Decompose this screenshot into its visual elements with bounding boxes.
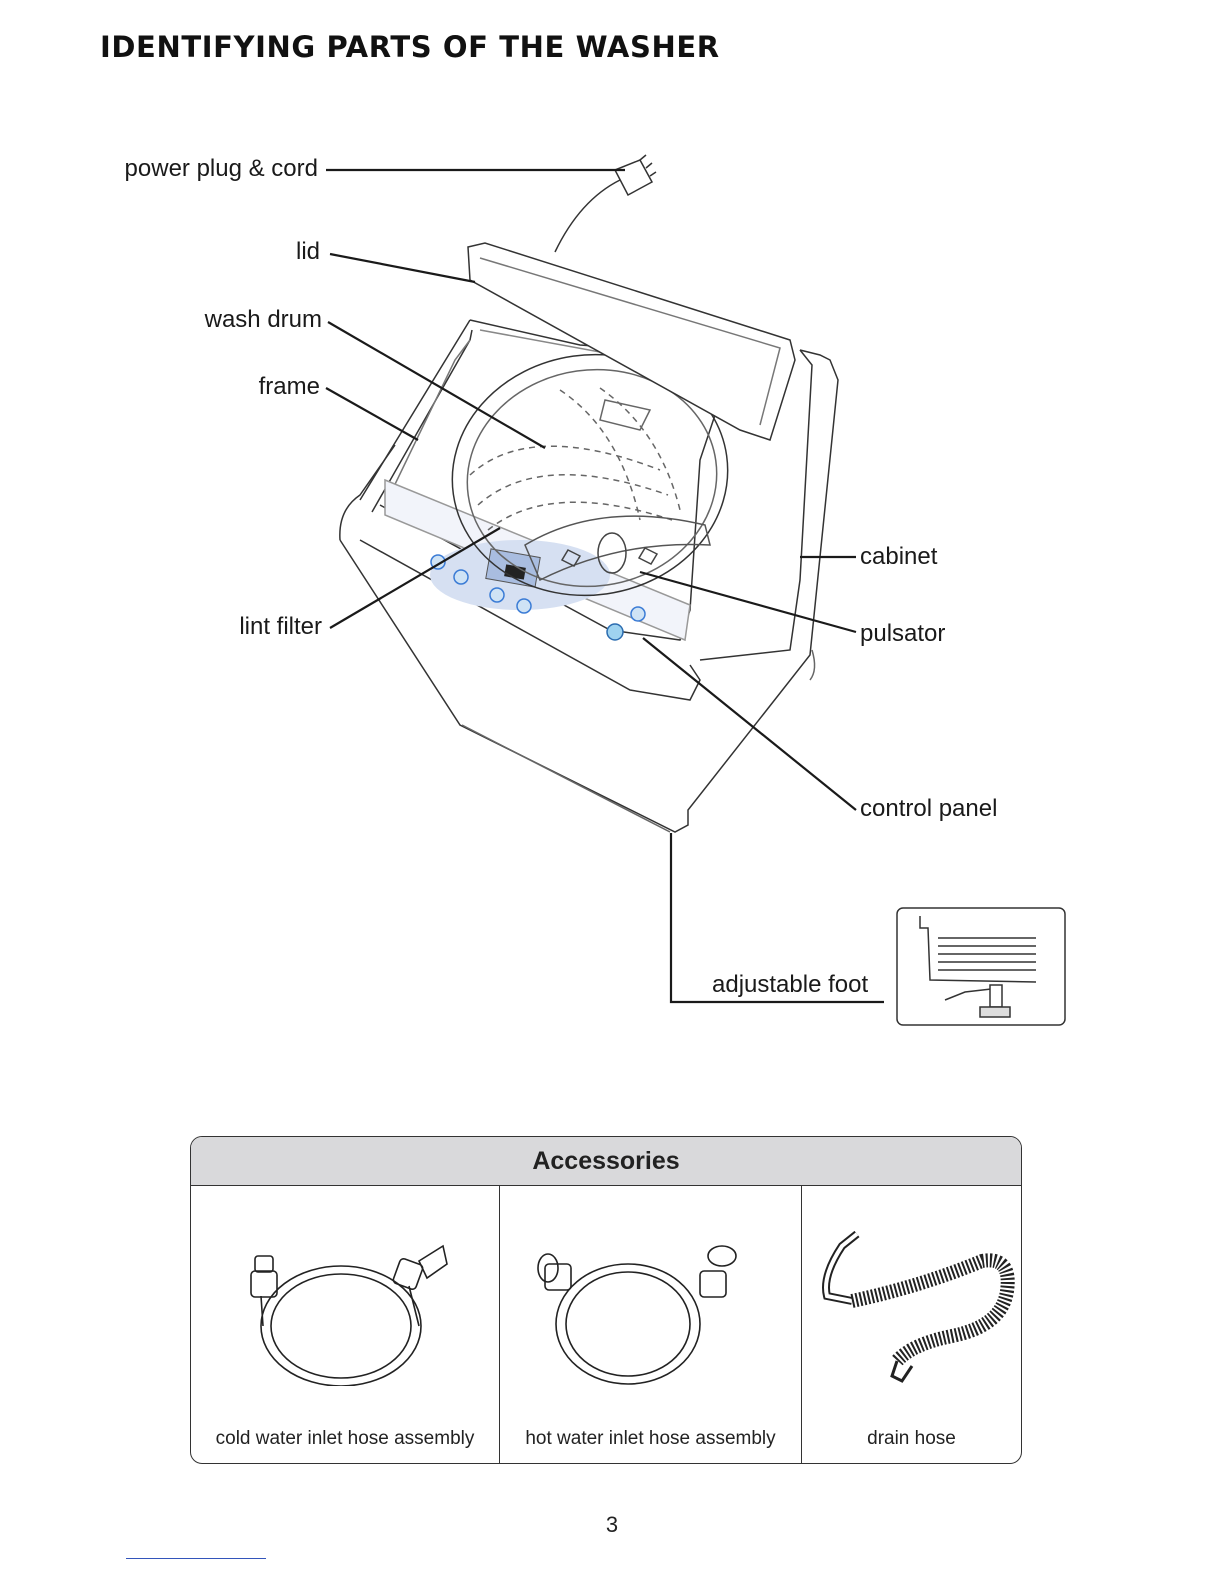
label-control-panel: control panel [860, 795, 997, 823]
accessory-cold-water-hose: cold water inlet hose assembly [191, 1186, 500, 1464]
leader-frame [326, 388, 418, 440]
adjustable-foot-inset [897, 908, 1065, 1025]
accessory-label: drain hose [802, 1428, 1021, 1450]
accessory-label: cold water inlet hose assembly [191, 1428, 499, 1450]
accessories-row: cold water inlet hose assembly hot water… [191, 1186, 1021, 1464]
label-lint-filter: lint filter [150, 613, 322, 641]
accessory-hot-water-hose: hot water inlet hose assembly [500, 1186, 802, 1464]
leader-control-panel [643, 638, 856, 810]
accessory-drain-hose: drain hose [802, 1186, 1021, 1464]
label-cabinet: cabinet [860, 543, 937, 571]
lid-illustration [468, 243, 795, 440]
footer-rule [126, 1558, 266, 1559]
accessories-header: Accessories [191, 1137, 1021, 1186]
page-number: 3 [0, 1512, 1224, 1538]
cold-water-hose-icon [191, 1216, 500, 1386]
label-lid: lid [220, 238, 320, 266]
accessory-label: hot water inlet hose assembly [500, 1428, 801, 1450]
label-frame: frame [150, 373, 320, 401]
leader-lid [330, 254, 475, 282]
label-adjustable-foot: adjustable foot [712, 971, 868, 999]
label-power-plug: power plug & cord [60, 155, 318, 183]
label-pulsator: pulsator [860, 620, 945, 648]
label-wash-drum: wash drum [120, 306, 322, 334]
leader-wash-drum [328, 322, 545, 448]
drain-hose-icon [802, 1216, 1020, 1386]
accessories-table: Accessories cold water inlet hose assemb… [190, 1136, 1022, 1464]
hot-water-hose-icon [500, 1216, 802, 1386]
